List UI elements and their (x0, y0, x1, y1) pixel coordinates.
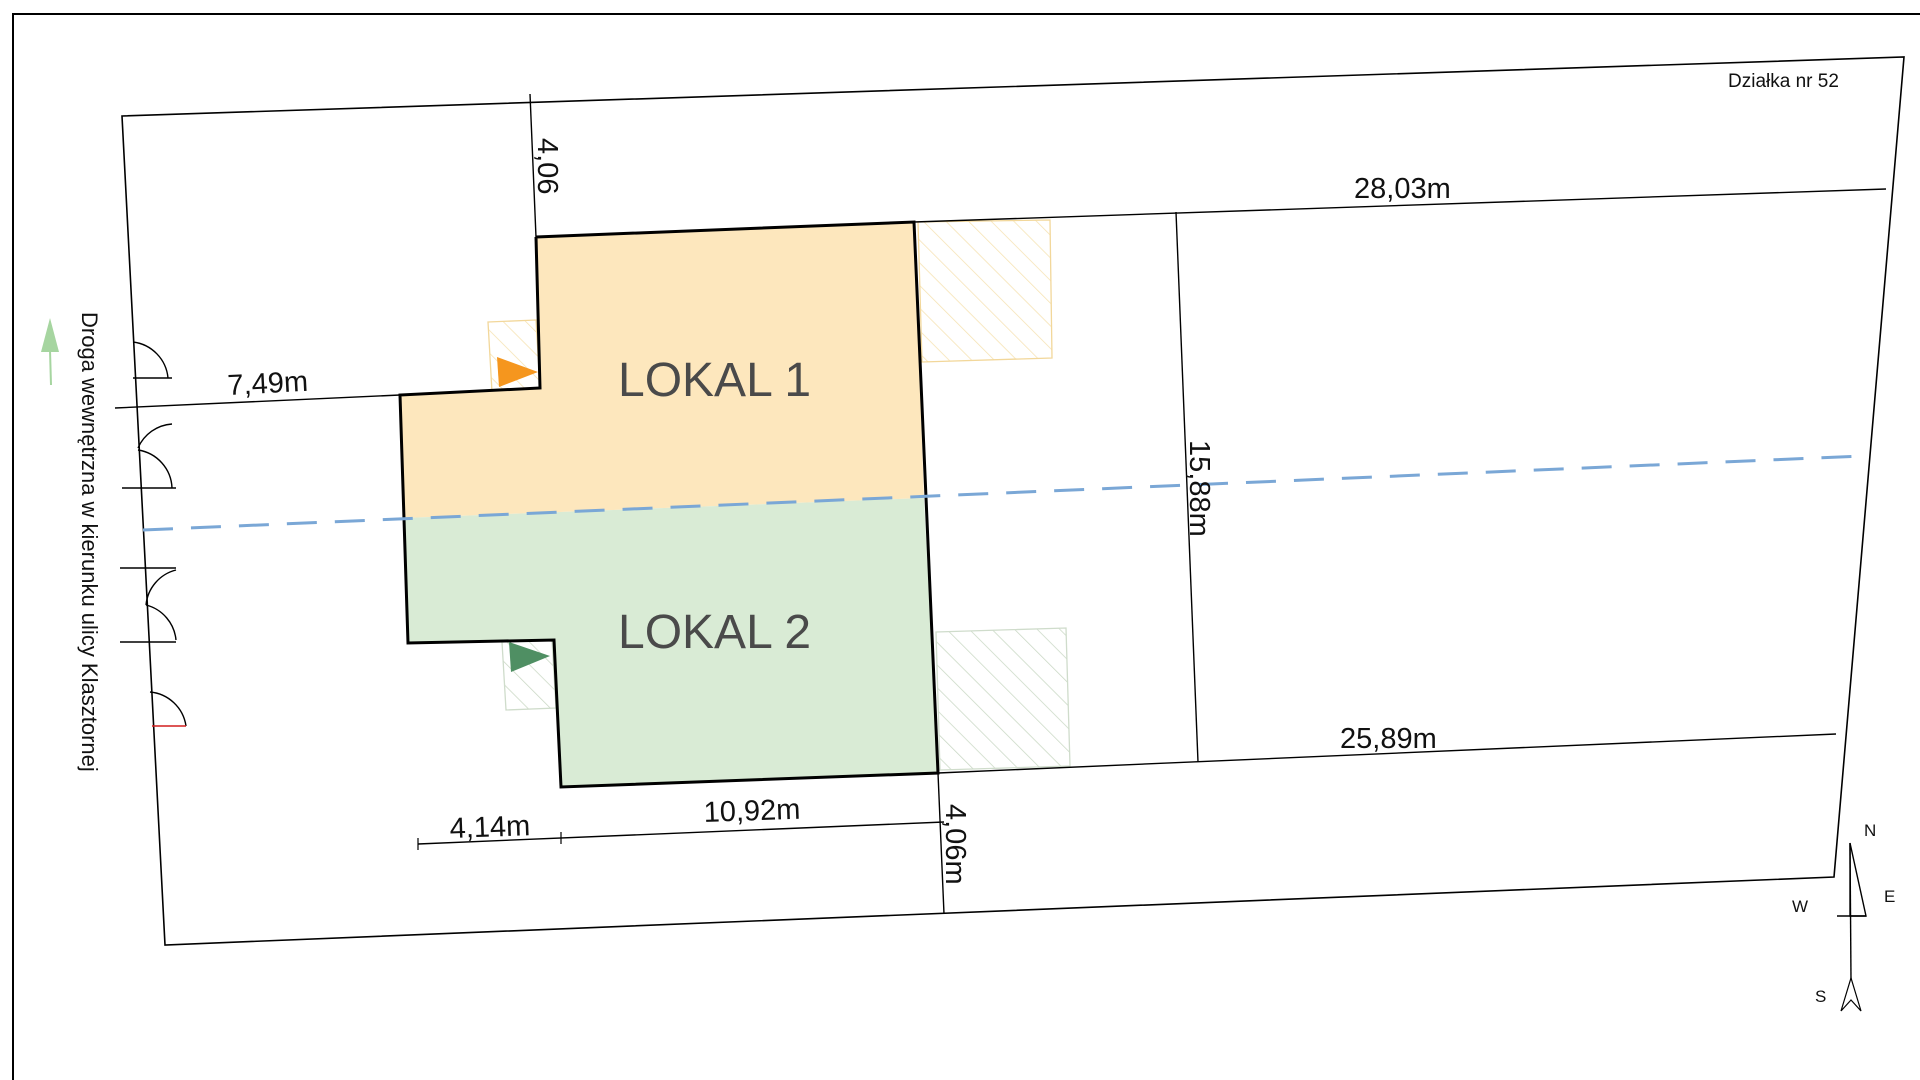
line-top-length (913, 188, 1887, 223)
line-bottom-dim (417, 821, 945, 845)
lokal-2-label: LOKAL 2 (618, 606, 811, 659)
plot-title: Działka nr 52 (1728, 71, 1839, 92)
hatched-area-1 (917, 219, 1053, 363)
entrance-arrow-lokal-2 (509, 642, 550, 672)
line-bottom-length (937, 733, 1837, 774)
gates (120, 341, 187, 727)
compass-s: S (1815, 987, 1826, 1006)
building-outline (398, 220, 940, 789)
hatched-area-2 (935, 627, 1071, 771)
lokal-1-label: LOKAL 1 (618, 354, 811, 407)
dim-top-length: 28,03m (1354, 173, 1451, 205)
dim-left-setback: 7,49m (227, 366, 309, 402)
dim-bottom-width: 10,92m (703, 794, 801, 829)
compass-e: E (1884, 887, 1895, 906)
compass-n: N (1864, 821, 1876, 840)
lokal-2-area[interactable] (404, 498, 938, 787)
dim-bottom-offset: 4,14m (449, 810, 531, 845)
drawing-frame (12, 13, 1920, 1080)
dim-top-gap: 4,06 (531, 138, 563, 194)
dim-bottom-length: 25,89m (1340, 723, 1437, 755)
entrance-arrow-lokal-1 (497, 357, 538, 387)
dim-depth: 15,88m (1183, 440, 1215, 537)
line-left-setback (114, 394, 401, 409)
dim-bottom-gap: 4,06m (939, 804, 971, 885)
compass-w: W (1792, 897, 1808, 916)
road-arrow-shaft (49, 349, 52, 386)
line-depth (1175, 211, 1199, 763)
line-bottom-gap (937, 772, 945, 915)
line-top-gap (529, 93, 537, 238)
plot-boundary (121, 56, 1905, 946)
road-label: Droga wewnętrzna w kierunku ulicy Klaszt… (77, 312, 102, 772)
road-arrow-icon (41, 318, 59, 352)
lokal-1-area[interactable] (400, 222, 924, 518)
compass-rose (1837, 842, 1867, 1012)
